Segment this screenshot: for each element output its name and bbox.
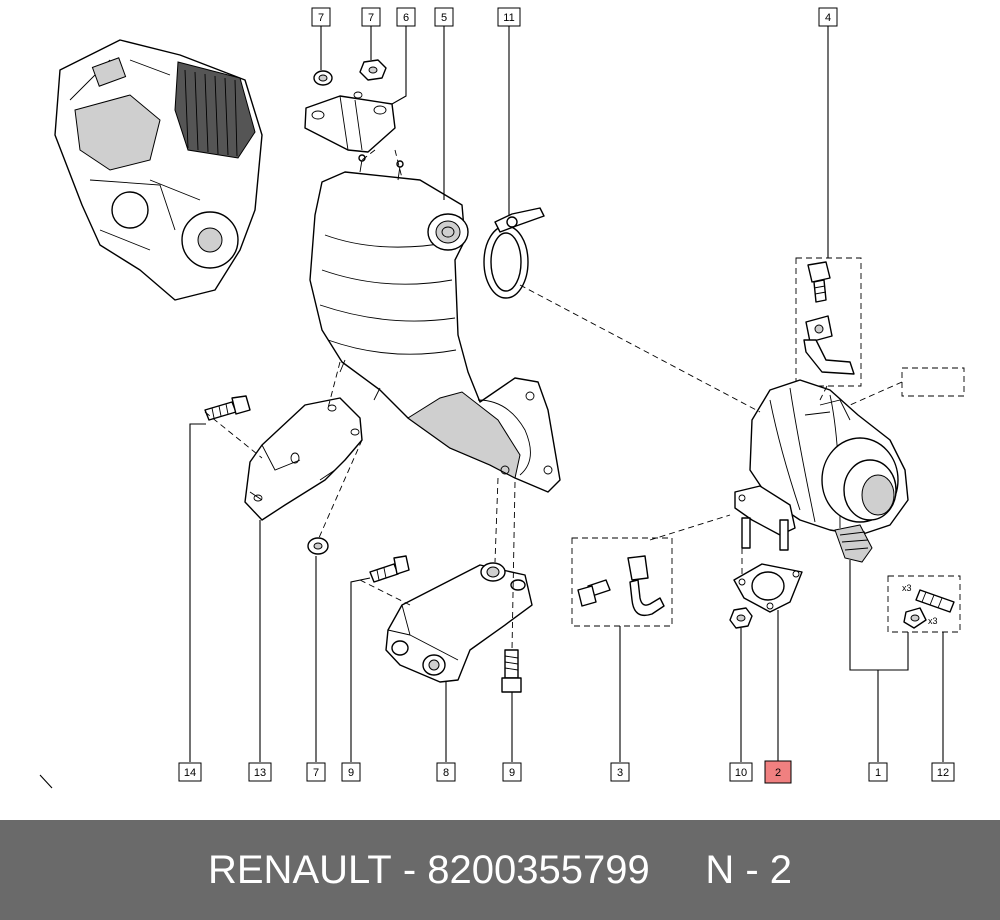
turbocharger (734, 379, 909, 563)
turbo-nut (729, 607, 753, 629)
svg-text:6: 6 (403, 12, 409, 24)
leader-lines (39, 26, 944, 789)
exploded-parts-diagram: x3 x3 (39, 7, 965, 789)
svg-text:10: 10 (735, 767, 747, 779)
assembly-lines (204, 149, 903, 651)
callout-5: 5 (434, 7, 454, 27)
callout-7-top-b: 7 (361, 7, 381, 27)
svg-text:1: 1 (875, 767, 881, 779)
upper-heat-shield-bracket (304, 91, 396, 153)
callout-7-top-a: 7 (311, 7, 331, 27)
bolt-14 (204, 395, 251, 421)
oil-feed-pipe-kit (795, 257, 862, 387)
svg-text:13: 13 (254, 767, 266, 779)
engine-thumbnail (54, 39, 263, 301)
reference-box (901, 367, 965, 397)
brand-name: RENAULT (207, 847, 392, 892)
svg-text:9: 9 (509, 767, 515, 779)
svg-text:5: 5 (441, 12, 447, 24)
svg-text:3: 3 (617, 767, 623, 779)
catalytic-converter (309, 154, 561, 493)
studs-quantity: x3 (902, 583, 912, 593)
callout-9-right: 9 (502, 762, 522, 782)
support-bracket (385, 562, 533, 683)
oil-return-pipe-kit (571, 537, 673, 627)
studs-nuts-kit: x3 x3 (887, 575, 961, 633)
bolt-9-right (501, 649, 522, 693)
turbo-gasket (733, 563, 803, 613)
callout-1: 1 (868, 762, 888, 782)
nuts-quantity: x3 (928, 616, 938, 626)
callout-9-left: 9 (341, 762, 361, 782)
flange-nut-bottom (307, 537, 329, 555)
callout-12: 12 (931, 762, 955, 782)
callout-14: 14 (178, 762, 202, 782)
svg-text:11: 11 (503, 12, 514, 24)
callout-11: 11 (497, 7, 521, 27)
flange-nut-top-right (359, 59, 387, 81)
callout-2: 2 (764, 760, 792, 784)
flange-nut-top-left (313, 70, 333, 86)
bolt-9-left (369, 555, 410, 583)
callout-6: 6 (396, 7, 416, 27)
page-label: N - 2 (705, 847, 792, 892)
svg-text:2: 2 (775, 767, 781, 779)
callout-8: 8 (436, 762, 456, 782)
callout-4: 4 (818, 7, 838, 27)
svg-text:9: 9 (348, 767, 354, 779)
callout-10: 10 (729, 762, 753, 782)
lower-heat-shield (244, 397, 363, 521)
svg-text:7: 7 (318, 12, 324, 24)
svg-text:12: 12 (937, 767, 949, 779)
exhaust-clamp (483, 207, 545, 299)
svg-text:8: 8 (443, 767, 449, 779)
callout-7-bottom: 7 (306, 762, 326, 782)
footer-separator: - (391, 847, 428, 892)
callout-13: 13 (248, 762, 272, 782)
callout-3: 3 (610, 762, 630, 782)
svg-text:14: 14 (184, 767, 196, 779)
svg-text:7: 7 (313, 767, 319, 779)
part-number-footer: RENAULT - 8200355799 N - 2 (0, 820, 1000, 920)
svg-text:4: 4 (825, 12, 831, 24)
part-number: 8200355799 (427, 847, 650, 892)
svg-text:7: 7 (368, 12, 374, 24)
